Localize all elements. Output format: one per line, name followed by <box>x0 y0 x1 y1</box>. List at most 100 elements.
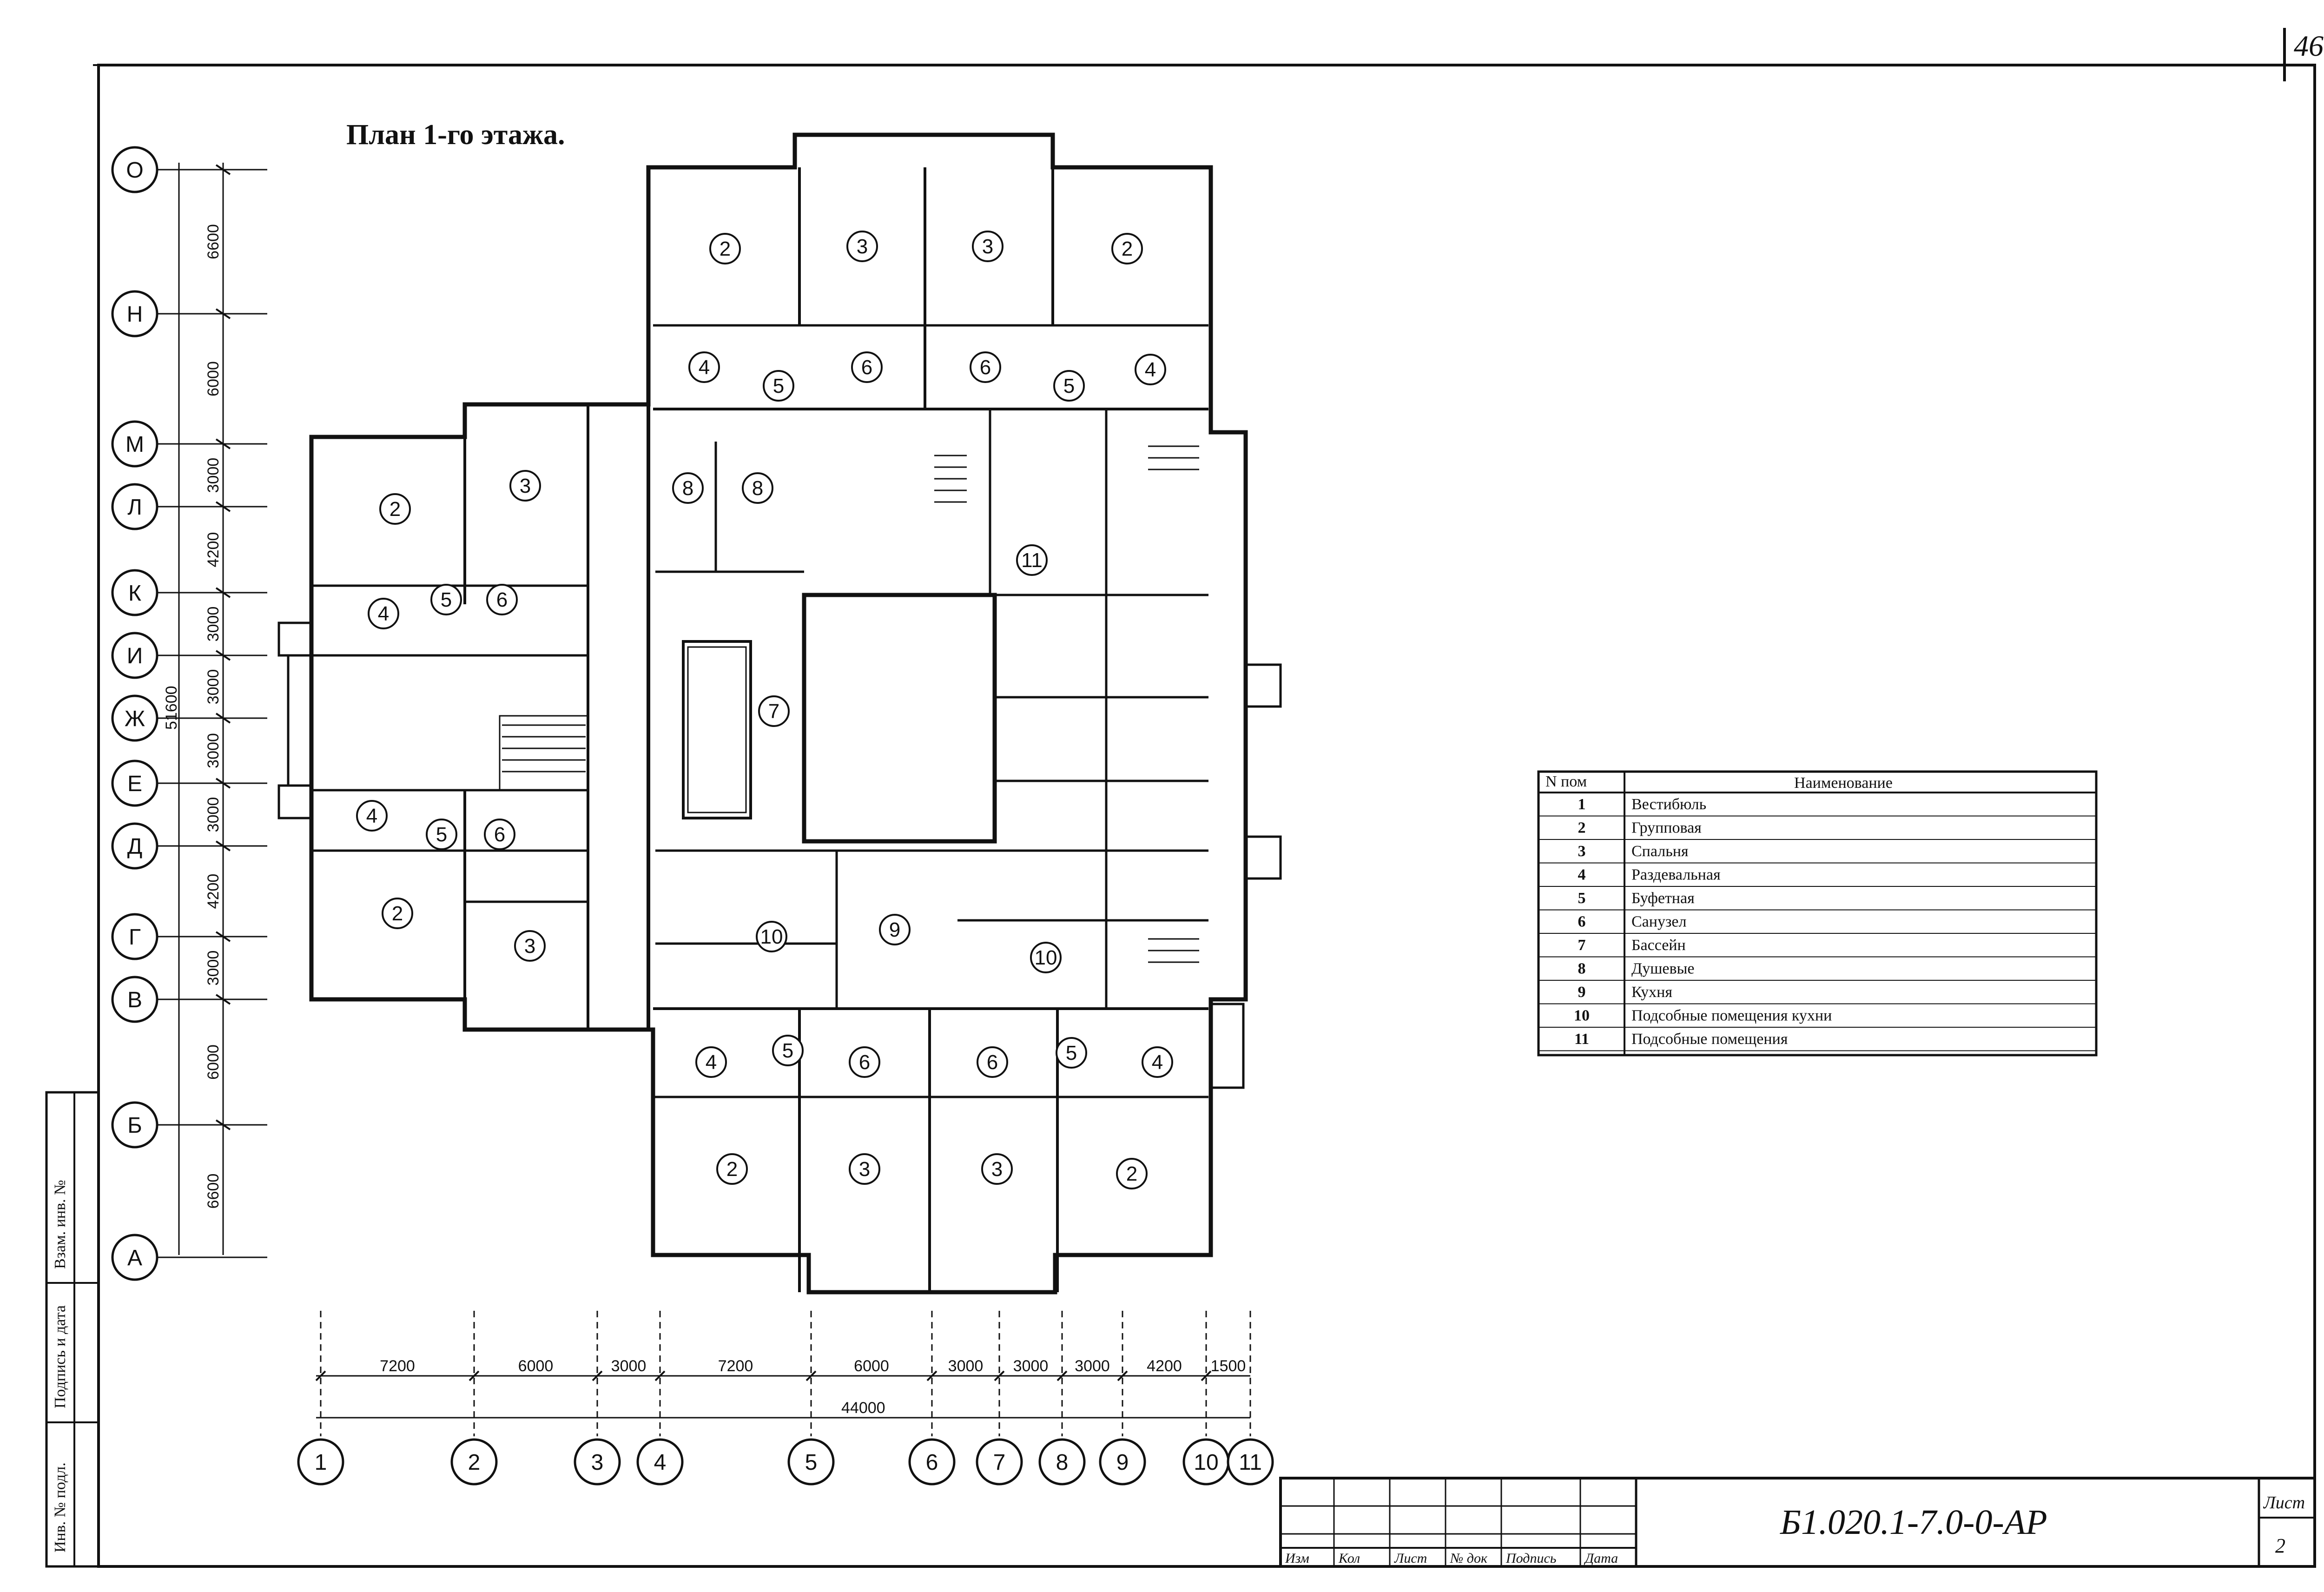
room-number: 2 <box>390 498 401 521</box>
side-stamp-text-2: Подпись и дата <box>52 1305 69 1408</box>
axis-marker-row-D: Д <box>111 822 267 870</box>
col-dim-label: 3000 <box>1013 1357 1049 1375</box>
room-number: 6 <box>980 356 991 379</box>
room-marker: 3 <box>509 470 541 502</box>
legend-row-num: 6 <box>1578 913 1586 931</box>
axis-marker-row-A: А <box>111 1234 267 1281</box>
legend-row-num: 1 <box>1578 796 1586 813</box>
axis-label: 4 <box>654 1450 667 1475</box>
column-overall-dim: 44000 <box>841 1399 885 1417</box>
axis-label: И <box>127 644 143 668</box>
axis-marker-col-1: 1 <box>297 1311 344 1486</box>
room-marker: 4 <box>688 351 720 383</box>
legend-row-name: Групповая <box>1631 819 1702 837</box>
room-number: 4 <box>1145 358 1156 381</box>
row-dim-label: 3000 <box>205 733 222 768</box>
side-stamp-text-3: Взам. инв. № <box>52 1180 69 1269</box>
axis-label: 7 <box>993 1450 1006 1475</box>
legend-row-name: Вестибюль <box>1631 796 1706 813</box>
room-number: 4 <box>1152 1051 1163 1074</box>
room-marker: 2 <box>709 233 741 264</box>
axis-marker-col-5: 5 <box>787 1311 835 1486</box>
axis-marker-row-L: Л <box>111 483 267 530</box>
room-number: 4 <box>706 1051 717 1074</box>
axis-marker-row-I: И <box>111 632 267 679</box>
row-dim-label: 3000 <box>205 607 222 642</box>
axis-marker-col-8: 8 <box>1038 1311 1086 1486</box>
room-marker: 3 <box>849 1153 880 1185</box>
room-number: 4 <box>378 602 389 625</box>
axis-marker-row-V: В <box>111 976 267 1023</box>
legend-row-name: Спальня <box>1631 843 1689 860</box>
room-marker: 3 <box>514 930 546 962</box>
room-number: 6 <box>987 1051 998 1074</box>
col-dim-label: 3000 <box>611 1357 647 1375</box>
sheet-value: 2 <box>2275 1534 2285 1557</box>
legend-row-num: 3 <box>1578 843 1586 860</box>
axis-label: 10 <box>1194 1450 1218 1475</box>
room-marker: 5 <box>763 370 794 402</box>
room-marker: 11 <box>1016 544 1048 576</box>
axis-label: 5 <box>805 1450 818 1475</box>
tb-col-data: Дата <box>1584 1551 1618 1566</box>
row-dimensions: 51600 6600600030004200300030003000300042… <box>163 163 231 1255</box>
room-marker: 8 <box>742 472 773 504</box>
axis-label: В <box>127 988 142 1012</box>
axis-label: 6 <box>926 1450 938 1475</box>
room-number: 5 <box>1063 375 1075 397</box>
axis-marker-row-B: Б <box>111 1101 267 1149</box>
room-number: 6 <box>494 823 505 846</box>
col-dim-label: 1500 <box>1211 1357 1246 1375</box>
room-number: 5 <box>436 823 447 846</box>
row-dim-label: 6000 <box>205 1044 222 1080</box>
row-dim-label: 3000 <box>205 951 222 986</box>
axis-marker-col-3: 3 <box>574 1311 621 1486</box>
room-number: 5 <box>1066 1042 1077 1064</box>
side-stamp-text-1: Инв. № подл. <box>52 1462 69 1552</box>
axis-label: Л <box>127 495 142 520</box>
room-marker: 3 <box>846 231 878 262</box>
row-dim-label: 6600 <box>205 1174 222 1209</box>
room-marker: 5 <box>772 1035 804 1066</box>
drawing-frame <box>97 64 2316 1568</box>
room-number: 3 <box>857 235 868 258</box>
room-number: 3 <box>982 235 993 258</box>
legend-row-num: 4 <box>1578 866 1586 884</box>
row-dim-label: 6000 <box>205 361 222 396</box>
room-number: 4 <box>366 805 377 827</box>
col-dim-label: 3000 <box>1075 1357 1110 1375</box>
axis-label: 2 <box>468 1450 481 1475</box>
room-number: 4 <box>699 356 710 379</box>
axis-label: 3 <box>591 1450 604 1475</box>
pool-basin <box>682 640 752 819</box>
room-marker: 9 <box>879 914 911 945</box>
legend-row-name: Кухня <box>1631 984 1672 1001</box>
room-number: 3 <box>524 935 535 958</box>
legend-row-num: 9 <box>1578 984 1586 1001</box>
row-dim-label: 4200 <box>205 874 222 909</box>
axis-marker-row-G: Г <box>111 913 267 960</box>
room-number: 11 <box>1021 549 1043 572</box>
room-marker: 5 <box>1056 1037 1087 1069</box>
room-marker: 2 <box>1111 233 1143 264</box>
axis-label: 1 <box>315 1450 327 1475</box>
axis-marker-row-O: О <box>111 146 267 193</box>
legend-row-name: Бассейн <box>1631 937 1686 954</box>
axis-label: 8 <box>1056 1450 1069 1475</box>
col-dim-label: 4200 <box>1147 1357 1182 1375</box>
axis-marker-row-E: Е <box>111 760 267 807</box>
room-marker: 6 <box>486 584 518 615</box>
tb-col-list: Лист <box>1394 1551 1427 1566</box>
row-dim-label: 3000 <box>205 458 222 493</box>
tb-col-doc: № док <box>1450 1551 1488 1566</box>
room-number: 5 <box>441 588 452 611</box>
title-block: Изм Кол Лист № док Подпись Дата Б1.020.1… <box>1279 1477 2316 1568</box>
room-marker: 2 <box>716 1153 748 1185</box>
axis-label: К <box>128 581 141 606</box>
axis-label: 11 <box>1239 1450 1262 1475</box>
axis-label: О <box>126 158 143 183</box>
room-marker: 6 <box>851 351 883 383</box>
axis-label: Е <box>127 772 142 796</box>
axis-label: Б <box>127 1113 142 1138</box>
